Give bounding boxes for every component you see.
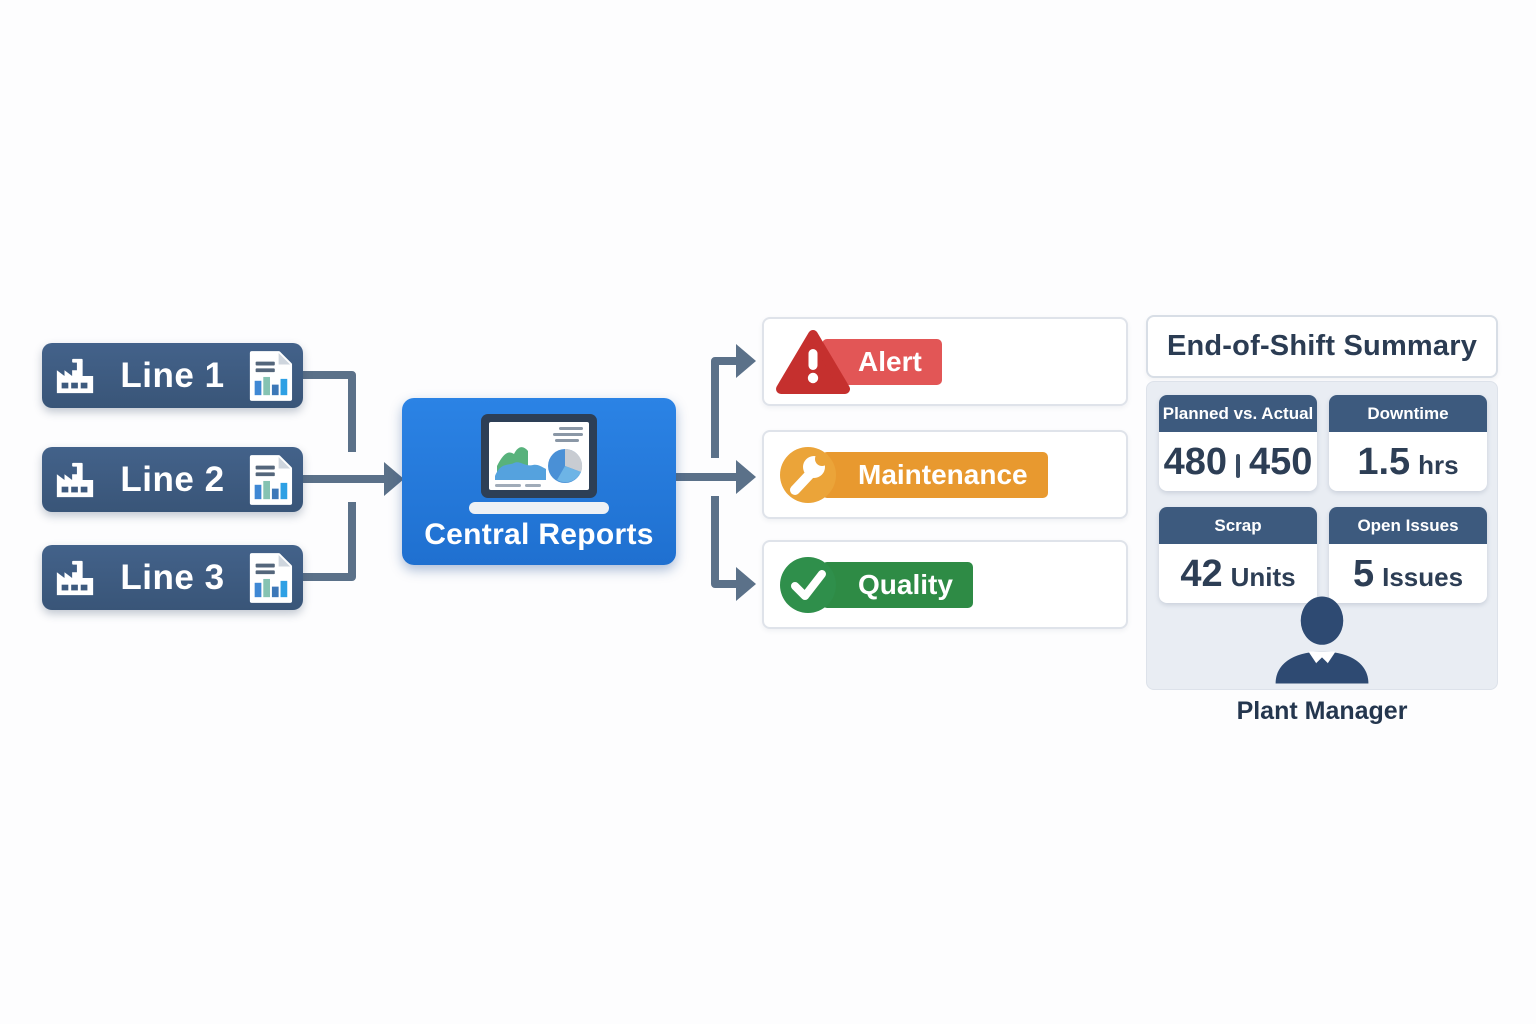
person-icon xyxy=(1275,596,1369,684)
report-doc-icon xyxy=(249,454,293,505)
factory-icon xyxy=(56,560,94,595)
central-node-label: Central Reports xyxy=(424,518,654,551)
report-doc-icon xyxy=(249,552,293,603)
arrowhead-into-quality xyxy=(736,567,756,601)
metric-unit: hrs xyxy=(1418,450,1459,480)
arrowhead-into-central xyxy=(384,462,404,496)
flow-node-line-2: Line 2 xyxy=(42,447,303,512)
metric-card-open-issues: Open Issues 5 Issues xyxy=(1329,507,1487,603)
flow-node-line-3: Line 3 xyxy=(42,545,303,610)
metric-header: Scrap xyxy=(1159,507,1317,544)
report-doc-icon xyxy=(249,350,293,401)
metric-value: 42 xyxy=(1180,553,1223,595)
metric-value: 5 xyxy=(1352,553,1375,595)
summary-title: End-of-Shift Summary xyxy=(1166,330,1478,362)
summary-title-box: End-of-Shift Summary xyxy=(1146,315,1498,378)
wrench-icon xyxy=(780,446,836,503)
line-node-label: Line 2 xyxy=(120,459,225,499)
flow-node-line-1: Line 1 xyxy=(42,343,303,408)
flow-node-central-reports: Central Reports xyxy=(402,398,676,565)
warning-triangle-icon xyxy=(776,329,850,394)
arrowhead-into-alert xyxy=(736,344,756,378)
metric-unit: Units xyxy=(1230,562,1296,592)
line-node-label: Line 3 xyxy=(120,557,225,597)
metric-card-downtime: Downtime 1.5 hrs xyxy=(1329,395,1487,491)
metric-header: Planned vs. Actual xyxy=(1159,395,1317,432)
role-label: Plant Manager xyxy=(1236,697,1408,725)
metric-unit: Issues xyxy=(1382,562,1464,592)
laptop-dashboard-icon xyxy=(469,414,609,514)
flow-node-alert: Alert xyxy=(762,317,1128,406)
metric-value: 1.5 xyxy=(1357,441,1411,483)
arrowhead-into-maintenance xyxy=(736,460,756,494)
factory-icon xyxy=(56,462,94,497)
maintenance-badge: Maintenance xyxy=(822,451,1048,498)
value-divider xyxy=(1236,454,1240,478)
quality-badge: Quality xyxy=(822,561,973,608)
metric-card-planned-vs-actual: Planned vs. Actual 480 450 xyxy=(1159,395,1317,491)
flow-node-maintenance: Maintenance xyxy=(762,430,1128,519)
metric-value-planned: 480 xyxy=(1163,441,1227,483)
line-node-label: Line 1 xyxy=(120,355,225,395)
factory-icon xyxy=(56,358,94,393)
connector-line3-to-central xyxy=(303,502,356,581)
connector-central-to-quality xyxy=(711,496,736,588)
metric-value-actual: 450 xyxy=(1249,441,1313,483)
connector-line1-to-central xyxy=(303,371,356,452)
summary-panel: Planned vs. Actual 480 450 Downtime 1.5 … xyxy=(1146,381,1498,690)
checkmark-icon xyxy=(780,556,836,613)
metric-header: Downtime xyxy=(1329,395,1487,432)
connector-central-to-alert xyxy=(711,357,736,458)
flow-node-quality: Quality xyxy=(762,540,1128,629)
metric-header: Open Issues xyxy=(1329,507,1487,544)
metric-card-scrap: Scrap 42 Units xyxy=(1159,507,1317,603)
